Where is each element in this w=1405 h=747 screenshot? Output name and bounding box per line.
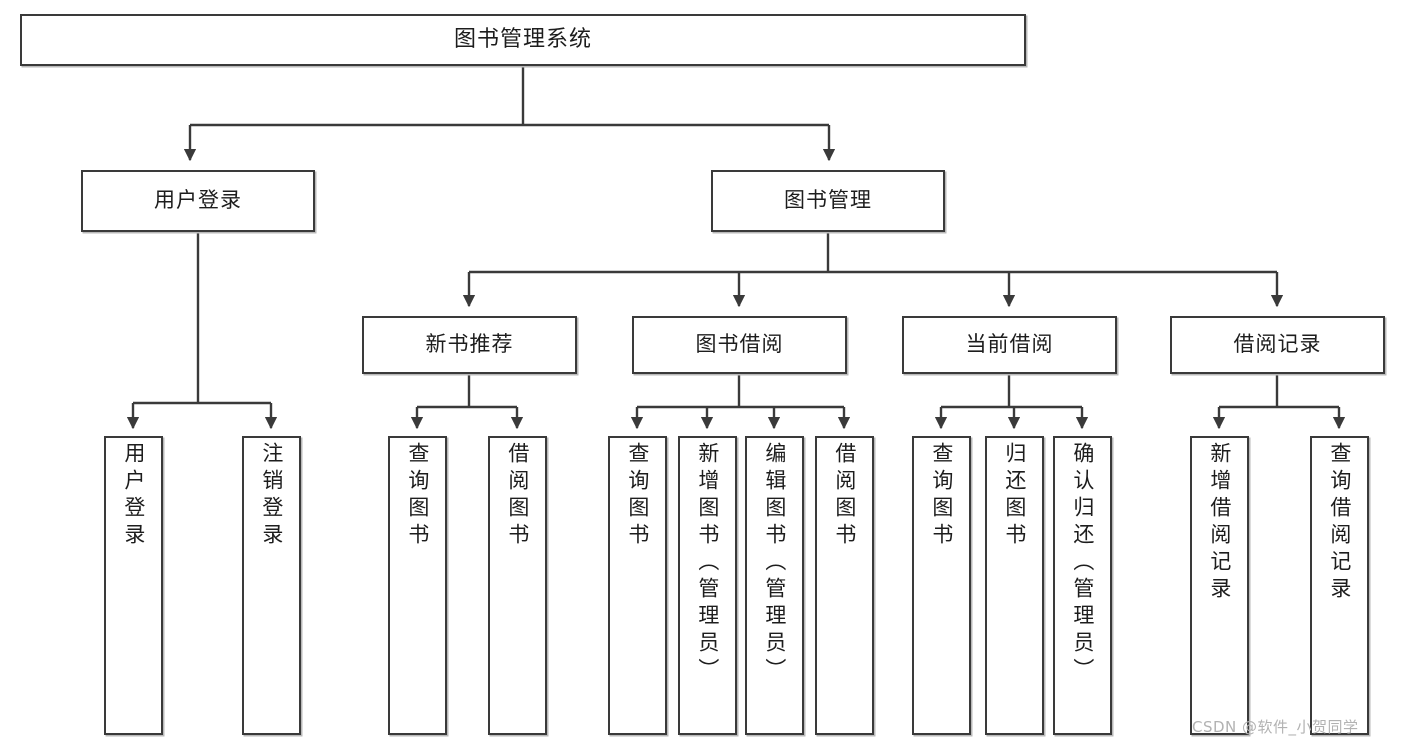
node-label: 注销登录 — [259, 442, 284, 550]
node-leaf-borrow-book-1[interactable]: 借阅图书 — [488, 436, 547, 735]
node-leaf-return-book[interactable]: 归还图书 — [985, 436, 1044, 735]
node-book-borrow[interactable]: 图书借阅 — [632, 316, 847, 374]
node-borrow-record[interactable]: 借阅记录 — [1170, 316, 1385, 374]
node-label: 确认归还（管理员） — [1070, 442, 1095, 685]
node-leaf-query-book-3[interactable]: 查询图书 — [912, 436, 971, 735]
node-current-borrow[interactable]: 当前借阅 — [902, 316, 1117, 374]
node-leaf-add-record[interactable]: 新增借阅记录 — [1190, 436, 1249, 735]
node-user-login[interactable]: 用户登录 — [81, 170, 315, 232]
node-leaf-query-book-1[interactable]: 查询图书 — [388, 436, 447, 735]
node-leaf-add-book[interactable]: 新增图书（管理员） — [678, 436, 737, 735]
node-leaf-logout[interactable]: 注销登录 — [242, 436, 301, 735]
node-label: 新增图书（管理员） — [695, 442, 720, 685]
node-label: 查询图书 — [625, 442, 650, 550]
node-label: 用户登录 — [121, 442, 146, 550]
node-label: 借阅图书 — [832, 442, 857, 550]
node-label: 查询图书 — [405, 442, 430, 550]
node-leaf-user-login[interactable]: 用户登录 — [104, 436, 163, 735]
node-leaf-query-book-2[interactable]: 查询图书 — [608, 436, 667, 735]
node-label: 查询借阅记录 — [1327, 442, 1352, 604]
node-leaf-borrow-book-2[interactable]: 借阅图书 — [815, 436, 874, 735]
node-new-book-rec[interactable]: 新书推荐 — [362, 316, 577, 374]
node-leaf-query-record[interactable]: 查询借阅记录 — [1310, 436, 1369, 735]
node-label: 借阅图书 — [505, 442, 530, 550]
csdn-watermark: CSDN @软件_小贺同学 — [1192, 718, 1359, 736]
node-label: 新增借阅记录 — [1207, 442, 1232, 604]
node-root[interactable]: 图书管理系统 — [20, 14, 1026, 66]
node-leaf-edit-book[interactable]: 编辑图书（管理员） — [745, 436, 804, 735]
node-book-manage[interactable]: 图书管理 — [711, 170, 945, 232]
node-leaf-confirm-return[interactable]: 确认归还（管理员） — [1053, 436, 1112, 735]
node-label: 编辑图书（管理员） — [762, 442, 787, 685]
node-label: 查询图书 — [929, 442, 954, 550]
node-label: 归还图书 — [1002, 442, 1027, 550]
